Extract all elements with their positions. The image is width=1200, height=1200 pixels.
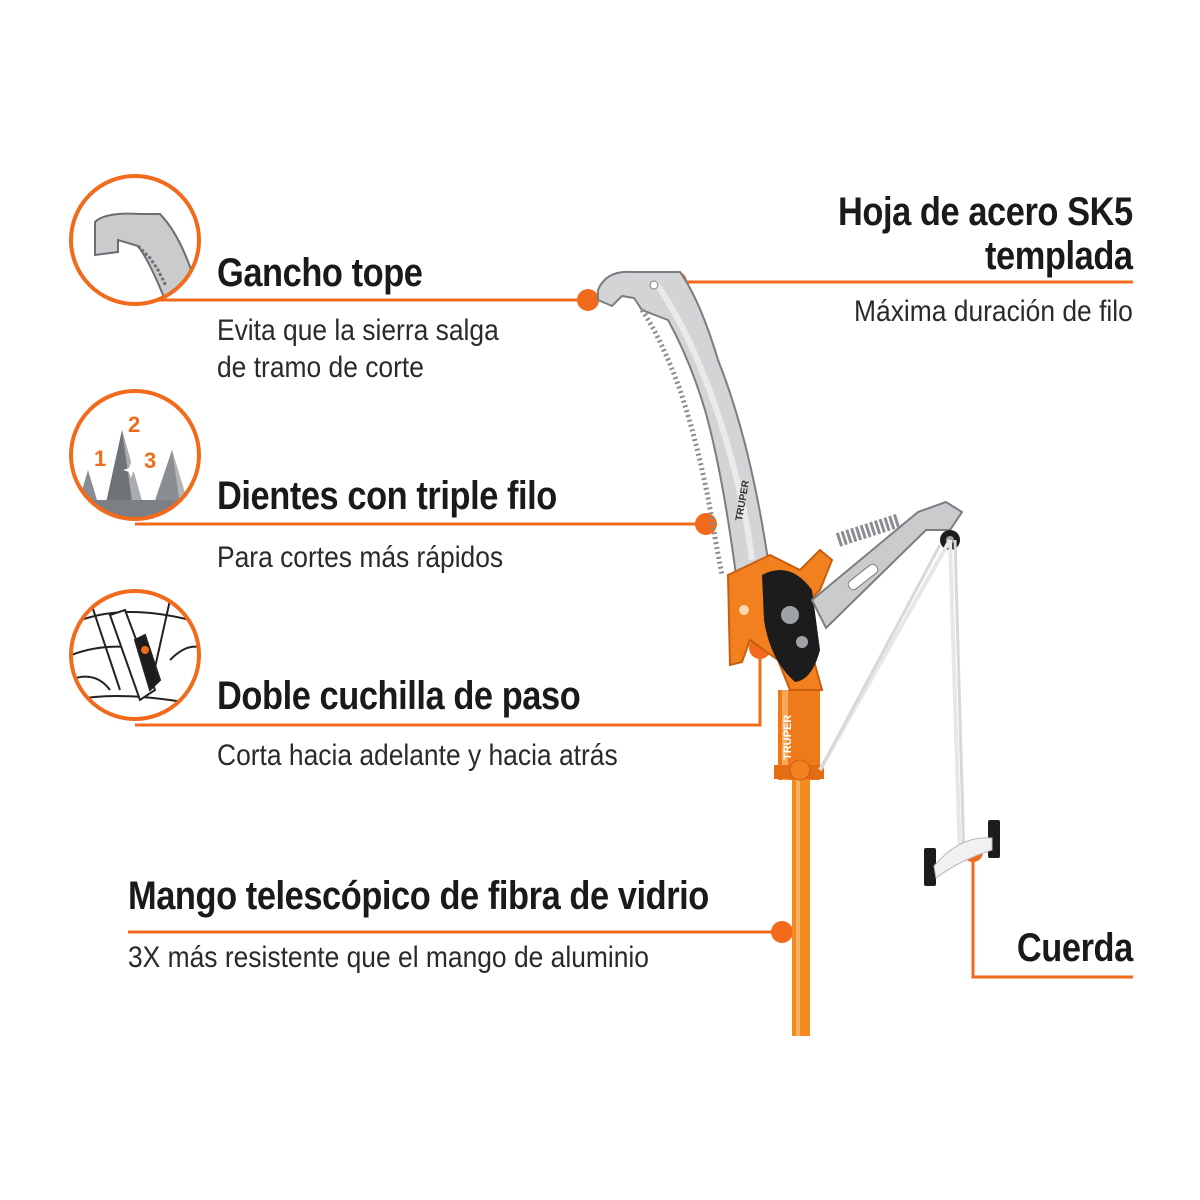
- hoja-desc: Máxima duración de filo: [854, 295, 1133, 328]
- teeth-number-2: 2: [128, 412, 141, 437]
- dot-mango: [771, 921, 793, 943]
- dientes-desc: Para cortes más rápidos: [217, 541, 504, 574]
- rope: [818, 539, 966, 861]
- cuchilla-title: Doble cuchilla de paso: [217, 674, 581, 718]
- callout-line-cuerda: [971, 850, 1133, 979]
- mango-desc: 3X más resistente que el mango de alumin…: [128, 941, 649, 974]
- gancho-desc-line2: de tramo de corte: [217, 351, 424, 384]
- teeth-number-1: 1: [94, 446, 107, 471]
- callout-lines: [128, 280, 1133, 979]
- teeth-number-3: 3: [144, 448, 157, 473]
- cuerda-title: Cuerda: [1017, 926, 1133, 970]
- mango-title: Mango telescópico de fibra de vidrio: [128, 874, 709, 918]
- dot-gancho: [577, 289, 599, 311]
- telescopic-pole: [774, 690, 824, 1036]
- cuchilla-desc: Corta hacia adelante y hacia atrás: [217, 739, 618, 772]
- tube-brand: TRUPER: [782, 714, 794, 760]
- pruner-head: [726, 548, 834, 691]
- saw-blade: [597, 270, 770, 577]
- gancho-title: Gancho tope: [217, 251, 423, 295]
- pruner-icon: [69, 589, 201, 721]
- dientes-title: Dientes con triple filo: [217, 474, 557, 518]
- hoja-title-line2: templada: [985, 234, 1133, 278]
- hook-icon: [69, 174, 201, 306]
- callout-line-cuchilla: [135, 648, 762, 727]
- hoja-title-line1: Hoja de acero SK5: [838, 190, 1133, 234]
- rope-handle-icon: [924, 820, 1000, 886]
- gancho-desc-line1: Evita que la sierra salga: [217, 314, 499, 347]
